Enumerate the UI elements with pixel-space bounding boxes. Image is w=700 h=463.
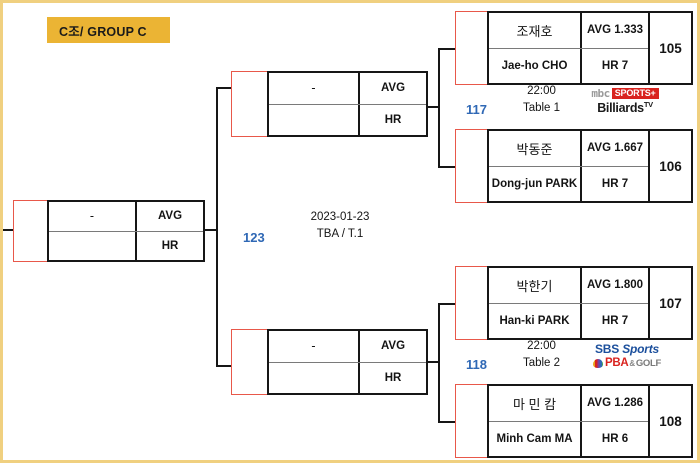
match-117-table: Table 1	[522, 102, 561, 115]
connector-117-bottom	[438, 166, 456, 168]
semifinal-top-name-en	[269, 105, 358, 136]
winner-slot-semifinal-bottom[interactable]	[231, 329, 269, 395]
connector-117-vertical	[438, 48, 440, 168]
player-107-avg: AVG 1.800	[580, 268, 648, 303]
match-117-info: 22:00 Table 1	[499, 85, 584, 115]
player-card-107[interactable]: 박한기 AVG 1.800 Han-ki PARK HR 7	[487, 266, 650, 340]
group-title-label: C조/ GROUP C	[59, 24, 147, 39]
semifinal-top-avg-label: AVG	[358, 73, 426, 104]
semifinal-top-hr-label: HR	[358, 104, 426, 135]
connector-123-top	[216, 87, 232, 89]
player-105-name-ko: 조재호	[516, 23, 553, 39]
winner-slot-118-top[interactable]	[455, 266, 489, 340]
champion-hr-label: HR	[135, 231, 203, 260]
connector-123-out	[205, 229, 218, 231]
player-105-hr: HR 7	[580, 48, 648, 83]
semifinal-card-bottom[interactable]: - AVG HR	[267, 329, 428, 395]
match-123-info: 2023-01-23 TBA / T.1	[285, 211, 395, 241]
champion-name-en	[49, 232, 135, 261]
semifinal-card-top[interactable]: - AVG HR	[267, 71, 428, 137]
match-118-time: 22:00	[527, 340, 556, 352]
mbc-sports-badge: SPORTS+	[611, 88, 659, 99]
semifinal-top-name: -	[311, 81, 316, 96]
connector-123-vertical	[216, 87, 218, 367]
winner-slot-champion[interactable]	[13, 200, 49, 262]
match-number-118: 118	[466, 357, 487, 372]
connector-118-bottom	[438, 421, 456, 423]
pba-amp-text: &	[629, 358, 635, 368]
player-108-avg: AVG 1.286	[580, 386, 648, 421]
player-card-108[interactable]: 마 민 캄 AVG 1.286 Minh Cam MA HR 6	[487, 384, 650, 458]
player-106-hr: HR 7	[580, 166, 648, 201]
semifinal-bottom-name-en	[269, 363, 358, 394]
sbs-text: SBS	[594, 342, 620, 356]
semifinal-bottom-name: -	[311, 339, 316, 354]
billiards-tv-text: TV	[643, 100, 653, 109]
mbc-mark-text: mbc	[591, 87, 610, 100]
player-105-avg: AVG 1.333	[580, 13, 648, 48]
player-108-name-ko: 마 민 캄	[512, 396, 557, 412]
champion-avg-label: AVG	[135, 202, 203, 231]
connector-champion-out	[3, 229, 15, 231]
connector-118-out	[427, 361, 440, 363]
connector-118-top	[438, 303, 456, 305]
player-106-avg: AVG 1.667	[580, 131, 648, 166]
match-123-date: 2023-01-23	[310, 211, 370, 223]
player-107-name-ko: 박한기	[516, 278, 553, 294]
player-card-105[interactable]: 조재호 AVG 1.333 Jae-ho CHO HR 7	[487, 11, 650, 85]
sbs-sports-pba-golf-logo: SBS Sports PBA & GOLF	[581, 343, 673, 370]
semifinal-bottom-hr-label: HR	[358, 362, 426, 393]
match-117-time: 22:00	[527, 85, 556, 97]
seed-number-106: 106	[648, 129, 693, 203]
group-title-badge: C조/ GROUP C	[47, 17, 170, 43]
sbs-sports-text: Sports	[622, 342, 660, 356]
match-118-table: Table 2	[522, 357, 561, 370]
sbs-peacock-icon	[592, 359, 603, 369]
player-108-name-en: Minh Cam MA	[496, 432, 573, 445]
player-106-name-en: Dong-jun PARK	[491, 177, 578, 190]
champion-name: -	[89, 209, 95, 224]
match-118-info: 22:00 Table 2	[499, 340, 584, 370]
connector-118-vertical	[438, 303, 440, 423]
winner-slot-118-bottom[interactable]	[455, 384, 489, 458]
seed-number-107: 107	[648, 266, 693, 340]
pba-text: PBA	[604, 357, 629, 369]
semifinal-bottom-avg-label: AVG	[358, 331, 426, 362]
connector-117-top	[438, 48, 456, 50]
mbc-sports-billiards-tv-logo: mbc SPORTS+ BilliardsTV	[581, 88, 669, 115]
connector-117-out	[427, 106, 440, 108]
player-107-name-en: Han-ki PARK	[499, 314, 570, 327]
match-number-123: 123	[243, 230, 265, 245]
billiards-text: Billiards	[597, 101, 644, 116]
seed-number-105: 105	[648, 11, 693, 85]
champion-card[interactable]: - AVG HR	[47, 200, 205, 262]
match-number-117: 117	[466, 102, 487, 117]
player-card-106[interactable]: 박동준 AVG 1.667 Dong-jun PARK HR 7	[487, 129, 650, 203]
player-107-hr: HR 7	[580, 303, 648, 338]
winner-slot-semifinal-top[interactable]	[231, 71, 269, 137]
golf-text: GOLF	[635, 358, 662, 369]
seed-number-108: 108	[648, 384, 693, 458]
winner-slot-117-top[interactable]	[455, 11, 489, 85]
match-123-table: TBA / T.1	[316, 228, 364, 241]
winner-slot-117-bottom[interactable]	[455, 129, 489, 203]
player-105-name-en: Jae-ho CHO	[501, 59, 568, 72]
connector-123-bottom	[216, 365, 232, 367]
player-108-hr: HR 6	[580, 421, 648, 456]
player-106-name-ko: 박동준	[516, 141, 553, 157]
